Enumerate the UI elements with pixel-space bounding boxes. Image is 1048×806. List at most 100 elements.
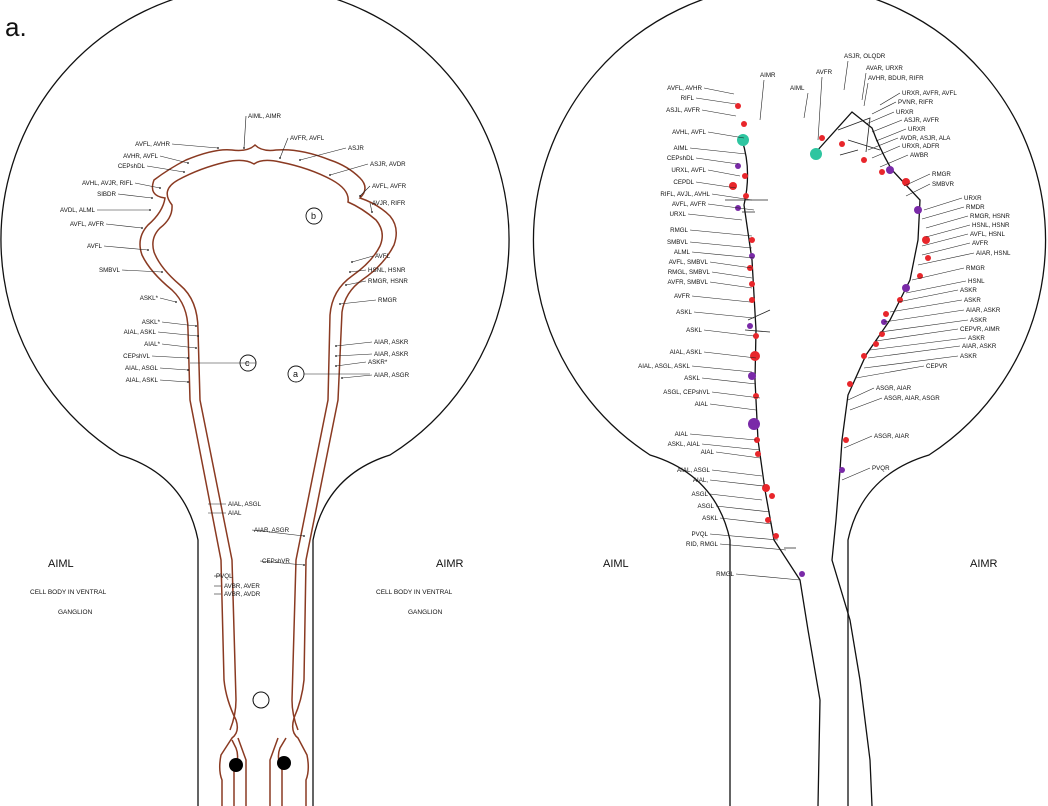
synapse-dot [886, 166, 894, 174]
right-panel-left-leader [708, 204, 754, 210]
left-panel-right-label: AVFR, AVFL [290, 135, 325, 142]
cell-body-right [277, 756, 291, 770]
right-panel-left-leader [696, 158, 738, 164]
left-panel-right-label: AIAR, ASGR [254, 527, 290, 534]
right-panel-left-leader [716, 506, 770, 512]
left-panel-left-label: ASKL* [142, 319, 161, 326]
left-panel-right-dot [335, 365, 337, 367]
synapse-dot [750, 351, 760, 361]
right-panel-top-label: AVAR, URXR [866, 65, 903, 72]
right-panel-right-label: AVFR [972, 240, 989, 247]
synapse-dot [743, 193, 749, 199]
right-panel-left-leader [692, 366, 752, 372]
synapse-dot [748, 418, 760, 430]
right-panel-left-label: AIAL [695, 401, 709, 408]
left-panel-left-label: AIAL, ASKL [124, 329, 157, 336]
right-panel-right-label: RMGR [966, 265, 985, 272]
right-panel-right-label: PVNR, RIFR [898, 99, 934, 106]
right-panel-labels-top: AIMRAIMLAVFRASJR, OLQDRAVAR, URXRAVHR, B… [760, 53, 924, 140]
right-panel-top-leader [760, 80, 764, 120]
left-panel-left-label: AVFL [87, 243, 103, 250]
left-panel-left-leader [172, 144, 218, 148]
synapse-dot [747, 323, 753, 329]
right-panel-right-label: ASKR [968, 335, 985, 342]
circle-marker-a-label: a [293, 369, 298, 379]
right-panel-right-leader [880, 320, 968, 332]
right-panel-left-leader [704, 88, 734, 94]
left-panel-left-dot [175, 301, 177, 303]
left-panel-left-label: AVHL, AVJR, RIFL [82, 180, 134, 187]
right-panel-right-label: RMDR [966, 204, 985, 211]
left-panel-left-label: AIAL, ASKL [126, 377, 159, 384]
right-panel-left-label: AVFR, SMBVL [668, 279, 709, 286]
right-panel-right-label: AWBR [910, 152, 929, 159]
left-panel-left-leader [106, 224, 142, 228]
synapse-dot [762, 484, 770, 492]
synapse-dot [748, 372, 756, 380]
right-panel: AVFL, AVHRRIFLASJL, AVFRAVHL, AVFLAIMLCE… [533, 0, 1045, 806]
right-panel-right-leader [906, 281, 966, 293]
synapse-dot [925, 255, 931, 261]
left-panel-left-dot [187, 357, 189, 359]
synapse-dot [769, 493, 775, 499]
left-panel-left-label: ASKL* [140, 295, 159, 302]
synapse-dot [847, 381, 853, 387]
right-panel-right-label: HSNL, HSNR [972, 222, 1010, 229]
left-panel-right-leader [342, 375, 372, 378]
right-panel-left-label: ASJL, AVFR [666, 107, 700, 114]
left-panel-right-label: AVFL, AVFR [372, 183, 407, 190]
synapse-dot [742, 173, 748, 179]
right-panel-right-label: AIAR, ASKR [962, 343, 997, 350]
right-panel-left-label: AIAL [675, 431, 689, 438]
right-panel-left-leader [712, 392, 760, 398]
left-panel-left-leader [135, 183, 160, 188]
left-panel-right-label: RMGR, HSNR [368, 278, 408, 285]
right-panel-left-leader [690, 230, 752, 236]
left-panel-right-leader [336, 354, 372, 356]
panel-label: a. [5, 12, 27, 42]
synapse-dot [879, 169, 885, 175]
right-panel-right-label: URXR, ADFR [902, 143, 940, 150]
left-panel-left-label: AIAL* [144, 341, 160, 348]
left-panel-right-leader [336, 342, 372, 346]
left-panel-left-label: SIBDR [97, 191, 116, 198]
left-panel-right-label: ASKR* [368, 359, 388, 366]
left-panel-left-label: AIAL [228, 510, 242, 517]
right-panel-left-label: AVFL, AVHR [667, 85, 702, 92]
left-panel-left-dot [183, 171, 185, 173]
left-panel-left-leader [160, 298, 176, 302]
left-panel-left-dot [151, 197, 153, 199]
right-panel-left-label: URXL [669, 211, 686, 218]
right-panel-right-label: ASKR [970, 317, 987, 324]
left-panel-right-dot [303, 535, 305, 537]
left-neuron-outer-trace [140, 145, 396, 806]
left-panel-right-dot [349, 271, 351, 273]
right-panel-left-label: CEPshDL [667, 155, 695, 162]
right-panel-left-leader [690, 148, 746, 154]
right-panel-left-label: AIAL, ASGL [677, 467, 711, 474]
right-panel-left-leader [712, 272, 752, 278]
right-panel-top-label: AVFR [816, 69, 833, 76]
left-panel-left-label: SMBVL [99, 267, 121, 274]
left-panel-left-leader [152, 356, 188, 358]
right-panel-left-label: ASKL [686, 327, 702, 334]
left-panel-right-leader [244, 116, 246, 148]
right-panel-left-leader [702, 378, 756, 384]
left-panel-left-dot [187, 381, 189, 383]
left-panel-left-dot [195, 347, 197, 349]
synapse-dot [741, 121, 747, 127]
left-panel-left-dot [187, 162, 189, 164]
right-panel-left-leader [710, 262, 752, 268]
circle-marker-b-label: b [311, 211, 316, 221]
right-panel-right-leader [922, 243, 970, 255]
right-panel-right-label: AIAR, ASKR [966, 307, 1001, 314]
left-panel-left-leader [104, 246, 148, 250]
synapse-dot [902, 284, 910, 292]
right-panel-top-leader [818, 77, 822, 140]
right-panel-right-label: ASGR, AIAR [874, 433, 910, 440]
synapse-dot [773, 533, 779, 539]
right-panel-top-leader [804, 93, 808, 118]
left-panel-labels-right: AIML, AIMRAVFR, AVFLASJRASJR, AVDRAVFL, … [243, 113, 410, 566]
left-panel-right-label: HSNL, HSNR [368, 267, 406, 274]
left-panel-left-leader [162, 322, 196, 326]
